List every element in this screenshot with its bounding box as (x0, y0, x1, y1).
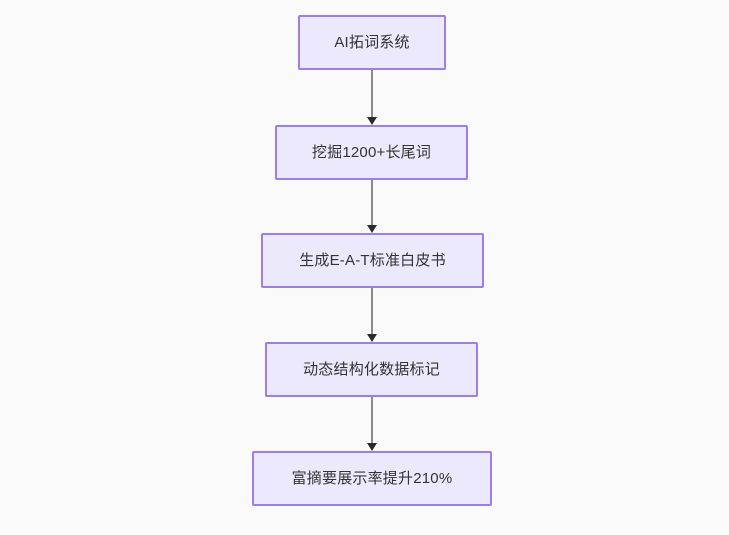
node-label: 挖掘1200+长尾词 (311, 144, 432, 161)
flowchart-node-structured-data-markup[interactable]: 动态结构化数据标记 (265, 342, 478, 397)
edge-node4-node5-arrowhead (367, 443, 377, 451)
edge-node4-node5 (371, 397, 373, 443)
node-label: 动态结构化数据标记 (303, 361, 440, 378)
edge-node3-node4 (371, 288, 373, 334)
edge-node1-node2-arrowhead (367, 117, 377, 125)
node-label: 富摘要展示率提升210% (291, 470, 453, 487)
flowchart-node-eat-whitepaper[interactable]: 生成E-A-T标准白皮书 (261, 233, 484, 288)
node-label: AI拓词系统 (334, 34, 410, 51)
edge-node3-node4-arrowhead (367, 334, 377, 342)
flowchart-node-longtail-mining[interactable]: 挖掘1200+长尾词 (275, 125, 468, 180)
node-label: 生成E-A-T标准白皮书 (299, 252, 446, 269)
flowchart-node-ai-keyword-system[interactable]: AI拓词系统 (298, 15, 446, 70)
flowchart-node-rich-snippet-result[interactable]: 富摘要展示率提升210% (252, 451, 492, 506)
edge-node1-node2 (371, 70, 373, 117)
edge-node2-node3 (371, 180, 373, 225)
edge-node2-node3-arrowhead (367, 225, 377, 233)
